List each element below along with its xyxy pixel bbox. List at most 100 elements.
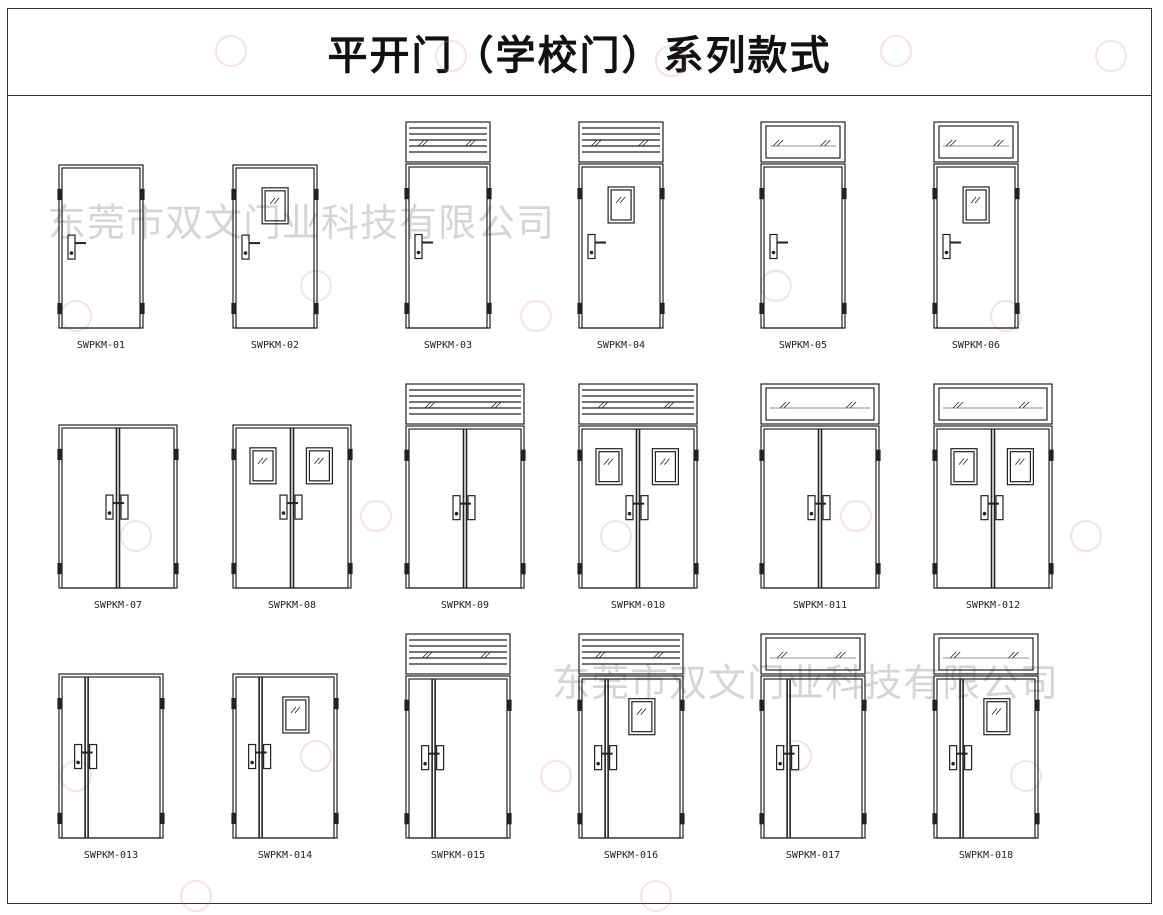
door-model-label: SWPKM-07 bbox=[93, 600, 143, 611]
hinge-icon bbox=[577, 699, 582, 711]
door-inner-frame bbox=[61, 427, 175, 589]
transom-frame bbox=[933, 121, 1019, 163]
glass-hatch bbox=[783, 401, 791, 409]
handle-plate bbox=[120, 494, 129, 520]
glass-hatch bbox=[663, 401, 671, 409]
transom-glass bbox=[765, 125, 841, 159]
glass-hatch bbox=[1019, 458, 1025, 465]
door-inner-frame bbox=[936, 166, 1016, 329]
glass-hatch bbox=[952, 401, 960, 409]
glass-hatch bbox=[465, 139, 472, 147]
vision-window bbox=[1006, 448, 1035, 486]
door-drawing bbox=[404, 383, 526, 589]
hinge-icon bbox=[842, 302, 847, 314]
glass-hatch bbox=[425, 651, 433, 659]
glass-hatch bbox=[839, 651, 846, 659]
glass-hatch bbox=[636, 708, 643, 715]
door-inner-frame bbox=[581, 428, 695, 589]
door-inner-frame bbox=[763, 678, 863, 839]
hinge-icon bbox=[404, 187, 409, 200]
door-card: SWPKM-018 bbox=[932, 632, 1040, 870]
glass-hatch bbox=[949, 139, 957, 147]
door-model-label: SWPKM-011 bbox=[792, 600, 848, 611]
glass-hatch bbox=[597, 401, 605, 409]
hinge-icon bbox=[487, 302, 492, 314]
glass-hatch bbox=[664, 458, 670, 465]
hinge-icon bbox=[759, 302, 764, 314]
glass-hatch bbox=[820, 139, 827, 147]
glass-hatch bbox=[660, 458, 666, 465]
glass-hatch bbox=[273, 197, 280, 205]
keyhole bbox=[416, 250, 421, 255]
door-card: SWPKM-01 bbox=[57, 120, 145, 360]
door-drawing bbox=[932, 383, 1054, 589]
hinge-icon bbox=[1035, 699, 1040, 711]
hinge-icon bbox=[314, 302, 319, 315]
door-drawing bbox=[759, 383, 881, 589]
keyhole bbox=[809, 511, 814, 516]
hinge-icon bbox=[57, 188, 62, 201]
glass-hatch bbox=[598, 651, 606, 659]
transom-glass bbox=[765, 387, 875, 421]
handle-plate bbox=[241, 234, 250, 260]
door-outer-frame bbox=[933, 163, 1019, 329]
glass-hatch bbox=[991, 708, 998, 715]
door-drawing bbox=[231, 424, 353, 589]
hinge-icon bbox=[759, 449, 764, 461]
transom-frame bbox=[760, 383, 880, 425]
glass-hatch bbox=[993, 139, 1000, 147]
door-drawing bbox=[932, 121, 1020, 329]
door-inner-frame bbox=[61, 167, 141, 329]
keyhole bbox=[771, 250, 776, 255]
glass-hatch bbox=[667, 401, 675, 409]
hinge-icon bbox=[521, 449, 526, 461]
hinge-icon bbox=[57, 302, 62, 315]
glass-hatch bbox=[619, 196, 626, 204]
handle-plate bbox=[587, 233, 596, 260]
hinge-icon bbox=[334, 697, 339, 710]
door-model-label: SWPKM-09 bbox=[440, 600, 490, 611]
hinge-icon bbox=[231, 302, 236, 315]
hinge-icon bbox=[680, 813, 685, 825]
glass-hatch bbox=[469, 139, 476, 147]
hinge-icon bbox=[660, 302, 665, 314]
door-model-label: SWPKM-018 bbox=[958, 850, 1014, 861]
vision-glass bbox=[953, 451, 975, 483]
door-card: SWPKM-013 bbox=[57, 632, 165, 870]
transom-frame bbox=[760, 633, 866, 675]
glass-hatch bbox=[824, 139, 831, 147]
glass-hatch bbox=[638, 139, 645, 147]
vision-window bbox=[261, 187, 289, 225]
hinge-icon bbox=[404, 302, 409, 314]
door-card: SWPKM-07 bbox=[57, 382, 179, 620]
glass-hatch bbox=[653, 651, 660, 659]
glass-hatch bbox=[601, 401, 609, 409]
hinge-icon bbox=[759, 563, 764, 575]
handle-plate bbox=[594, 745, 603, 771]
glass-hatch bbox=[294, 706, 301, 714]
glass-hatch bbox=[421, 139, 429, 147]
door-model-label: SWPKM-014 bbox=[257, 850, 313, 861]
door-outer-frame bbox=[58, 164, 144, 329]
keyhole bbox=[982, 511, 987, 516]
door-inner-frame bbox=[581, 678, 681, 839]
vision-window bbox=[651, 448, 680, 486]
door-drawing bbox=[932, 633, 1040, 839]
vision-glass bbox=[1009, 451, 1032, 483]
glass-hatch bbox=[953, 651, 961, 659]
door-outer-frame bbox=[232, 424, 352, 589]
keyhole bbox=[243, 251, 248, 255]
vision-glass bbox=[252, 450, 274, 482]
transom-frame bbox=[578, 121, 664, 163]
door-inner-frame bbox=[235, 676, 335, 839]
glass-hatch bbox=[594, 139, 602, 147]
door-inner-frame bbox=[763, 428, 877, 589]
door-outer-frame bbox=[578, 163, 664, 329]
door-card: SWPKM-010 bbox=[577, 382, 699, 620]
hinge-icon bbox=[57, 697, 62, 710]
hinge-icon bbox=[932, 302, 937, 314]
glass-hatch bbox=[424, 401, 432, 409]
door-inner-frame bbox=[581, 166, 661, 329]
handle-plate bbox=[263, 743, 272, 770]
hinge-icon bbox=[507, 813, 512, 825]
